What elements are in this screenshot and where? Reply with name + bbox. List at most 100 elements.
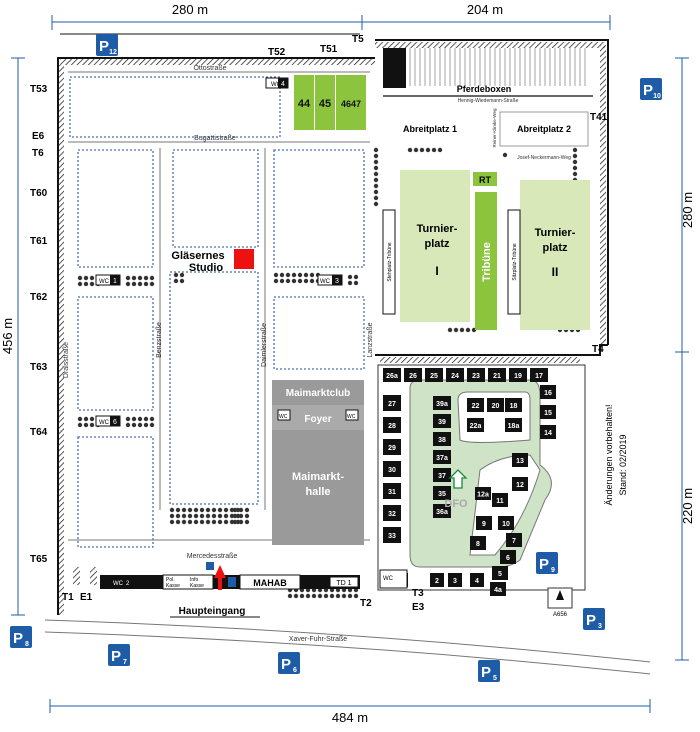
svg-text:T1: T1 — [62, 592, 74, 603]
svg-text:WC: WC — [99, 420, 110, 426]
svg-text:II: II — [552, 265, 559, 279]
stand-22: 22 — [467, 398, 484, 412]
abreit2-label: Abreitplatz 2 — [517, 124, 571, 134]
svg-text:20: 20 — [492, 403, 500, 410]
halle-label-1: Maimarkt- — [292, 471, 344, 483]
stand-5: 5 — [492, 566, 508, 580]
stand-11: 11 — [492, 493, 508, 507]
info-label: Info — [190, 577, 199, 583]
stand-35: 35 — [433, 486, 451, 500]
stand-37a: 37a — [433, 450, 451, 464]
glaesernes-studio-marker — [234, 249, 254, 269]
svg-text:WC: WC — [347, 414, 356, 420]
street-daimler: Daimlerstraße — [261, 323, 268, 367]
svg-text:E3: E3 — [412, 602, 425, 613]
svg-text:T51: T51 — [320, 44, 338, 55]
stand-26a: 26a — [383, 368, 401, 382]
svg-text:4: 4 — [281, 81, 285, 88]
svg-text:P: P — [13, 630, 23, 647]
svg-text:19: 19 — [514, 373, 522, 380]
svg-text:33: 33 — [388, 533, 396, 540]
street-bugatti: Bugattistraße — [194, 135, 236, 142]
svg-text:P: P — [99, 38, 109, 55]
wc-foyer-r: WC — [345, 409, 359, 421]
svg-text:5: 5 — [498, 571, 502, 578]
stand-3: 3 — [448, 573, 462, 587]
halle-label-2: halle — [305, 486, 330, 498]
svg-text:2: 2 — [126, 581, 130, 587]
tribuene — [475, 192, 497, 330]
svg-text:Turnier-: Turnier- — [535, 227, 576, 239]
svg-text:1: 1 — [113, 278, 117, 285]
svg-text:29: 29 — [388, 445, 396, 452]
turnierplatz-1 — [400, 170, 470, 322]
street-jnm: Josef-Neckermann-Weg — [517, 155, 571, 161]
svg-text:WC: WC — [320, 279, 331, 285]
street-lanz: Lanzstraße — [367, 322, 374, 357]
svg-text:22a: 22a — [470, 423, 482, 430]
wc-3: WC 3 — [317, 274, 343, 286]
svg-text:37: 37 — [438, 473, 446, 480]
svg-text:T53: T53 — [30, 84, 48, 95]
svg-text:37a: 37a — [436, 455, 448, 462]
street-mercedes: Mercedesstraße — [187, 553, 238, 560]
stand-29: 29 — [383, 439, 401, 455]
svg-text:T65: T65 — [30, 554, 48, 565]
stand-38: 38 — [433, 432, 451, 446]
foyer-label: Foyer — [304, 414, 331, 425]
wc-2-label: WC — [113, 581, 124, 587]
svg-text:P: P — [539, 556, 549, 573]
street-hw: Hennig-Wiedemann-Straße — [458, 98, 519, 104]
stand-18a: 18a — [505, 418, 522, 432]
stand-33: 33 — [383, 527, 401, 543]
stand-24: 24 — [446, 368, 464, 382]
stand-10: 10 — [498, 516, 514, 530]
svg-text:18: 18 — [510, 403, 518, 410]
stand-15: 15 — [540, 405, 556, 419]
pferdeboxen: Pferdeboxen — [383, 48, 593, 97]
dfo: DFO — [444, 469, 468, 510]
note-stand: Stand: 02/2019 — [618, 434, 628, 495]
svg-text:17: 17 — [535, 373, 543, 380]
dimension-lines — [11, 15, 689, 713]
svg-text:23: 23 — [472, 373, 480, 380]
svg-text:10: 10 — [653, 93, 661, 100]
svg-text:4: 4 — [475, 578, 479, 585]
svg-text:T6: T6 — [32, 148, 44, 159]
stand-4a: 4a — [490, 582, 506, 596]
svg-text:3: 3 — [335, 278, 339, 285]
stand-14: 14 — [540, 425, 556, 439]
dim-left: 456 m — [0, 318, 15, 354]
svg-text:10: 10 — [502, 521, 510, 528]
abreit1-label: Abreitplatz 1 — [403, 124, 457, 134]
svg-text:T3: T3 — [412, 588, 424, 599]
svg-text:8: 8 — [25, 641, 29, 648]
svg-text:2: 2 — [435, 578, 439, 585]
streets — [44, 71, 651, 675]
svg-text:A656: A656 — [553, 612, 568, 618]
pol-label: Pol. — [166, 577, 175, 583]
svg-text:P: P — [481, 664, 491, 681]
hall-45: 45 — [319, 98, 331, 110]
dim-top-right: 204 m — [467, 2, 503, 17]
stand-19: 19 — [509, 368, 527, 382]
stand-18: 18 — [505, 398, 522, 412]
street-rkw: Reiner-Klimke-Weg — [492, 108, 497, 147]
svg-text:T41: T41 — [590, 112, 608, 123]
dim-right-bottom: 220 m — [680, 488, 695, 524]
stand-21: 21 — [488, 368, 506, 382]
street-drais: Draisstraße — [63, 342, 70, 378]
svg-text:31: 31 — [388, 489, 396, 496]
main-entrance-arrow — [214, 565, 226, 590]
mahab-label: MAHAB — [253, 578, 287, 588]
svg-text:22: 22 — [472, 403, 480, 410]
stand-39: 39 — [433, 414, 451, 428]
svg-text:38: 38 — [438, 437, 446, 444]
